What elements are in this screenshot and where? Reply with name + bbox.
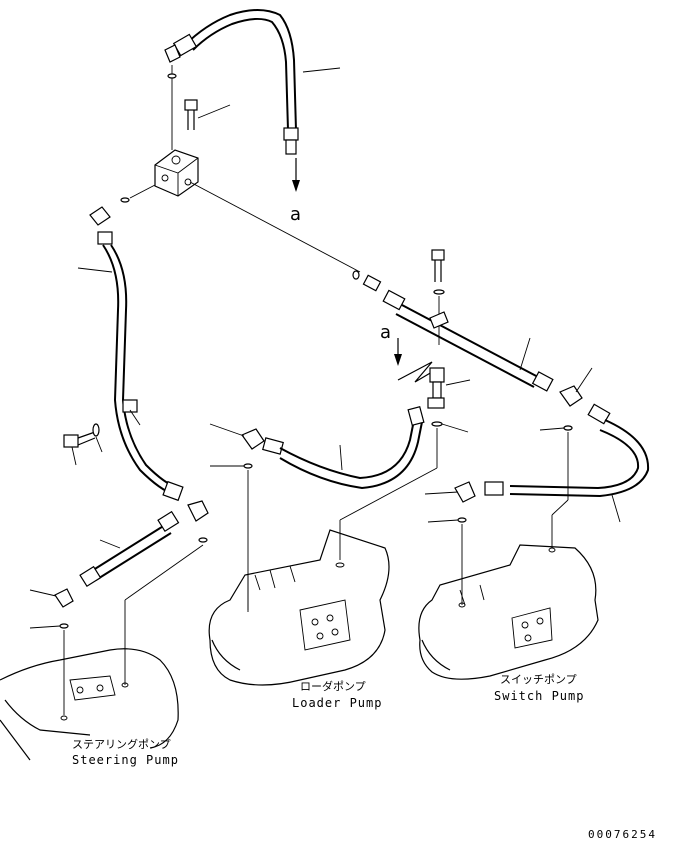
- switch-pump: スイッチポンプ Switch Pump: [418, 544, 599, 703]
- steering-pump-label-jp: ステアリングポンプ: [72, 737, 171, 751]
- arrow-a-right: a: [380, 322, 433, 383]
- drawing-number: 00076254: [588, 828, 657, 841]
- switch-hose: [424, 403, 650, 605]
- steering-pump-label-en: Steering Pump: [72, 753, 179, 767]
- ref-label-a-top: a: [290, 204, 301, 225]
- tee-fitting: [339, 367, 471, 560]
- loader-hose: [209, 405, 425, 610]
- steering-pump: ステアリングポンプ Steering Pump: [0, 648, 179, 767]
- loader-pump-label-jp: ローダポンプ: [300, 679, 366, 693]
- loader-pump: ローダポンプ Loader Pump: [208, 529, 390, 710]
- switch-pump-label-en: Switch Pump: [494, 689, 584, 703]
- left-hose: [77, 206, 184, 502]
- block-valve: [120, 65, 361, 273]
- switch-pump-label-jp: スイッチポンプ: [500, 673, 577, 686]
- ref-label-a-right: a: [380, 322, 391, 343]
- lower-left-hose: [29, 510, 180, 715]
- bolt-left: [63, 423, 103, 466]
- top-hose: [164, 9, 341, 155]
- arrow-a-top: a: [290, 158, 301, 225]
- elbow-fitting-left: [124, 500, 209, 685]
- loader-pump-label-en: Loader Pump: [292, 696, 382, 710]
- right-diagonal-hose: [382, 289, 593, 431]
